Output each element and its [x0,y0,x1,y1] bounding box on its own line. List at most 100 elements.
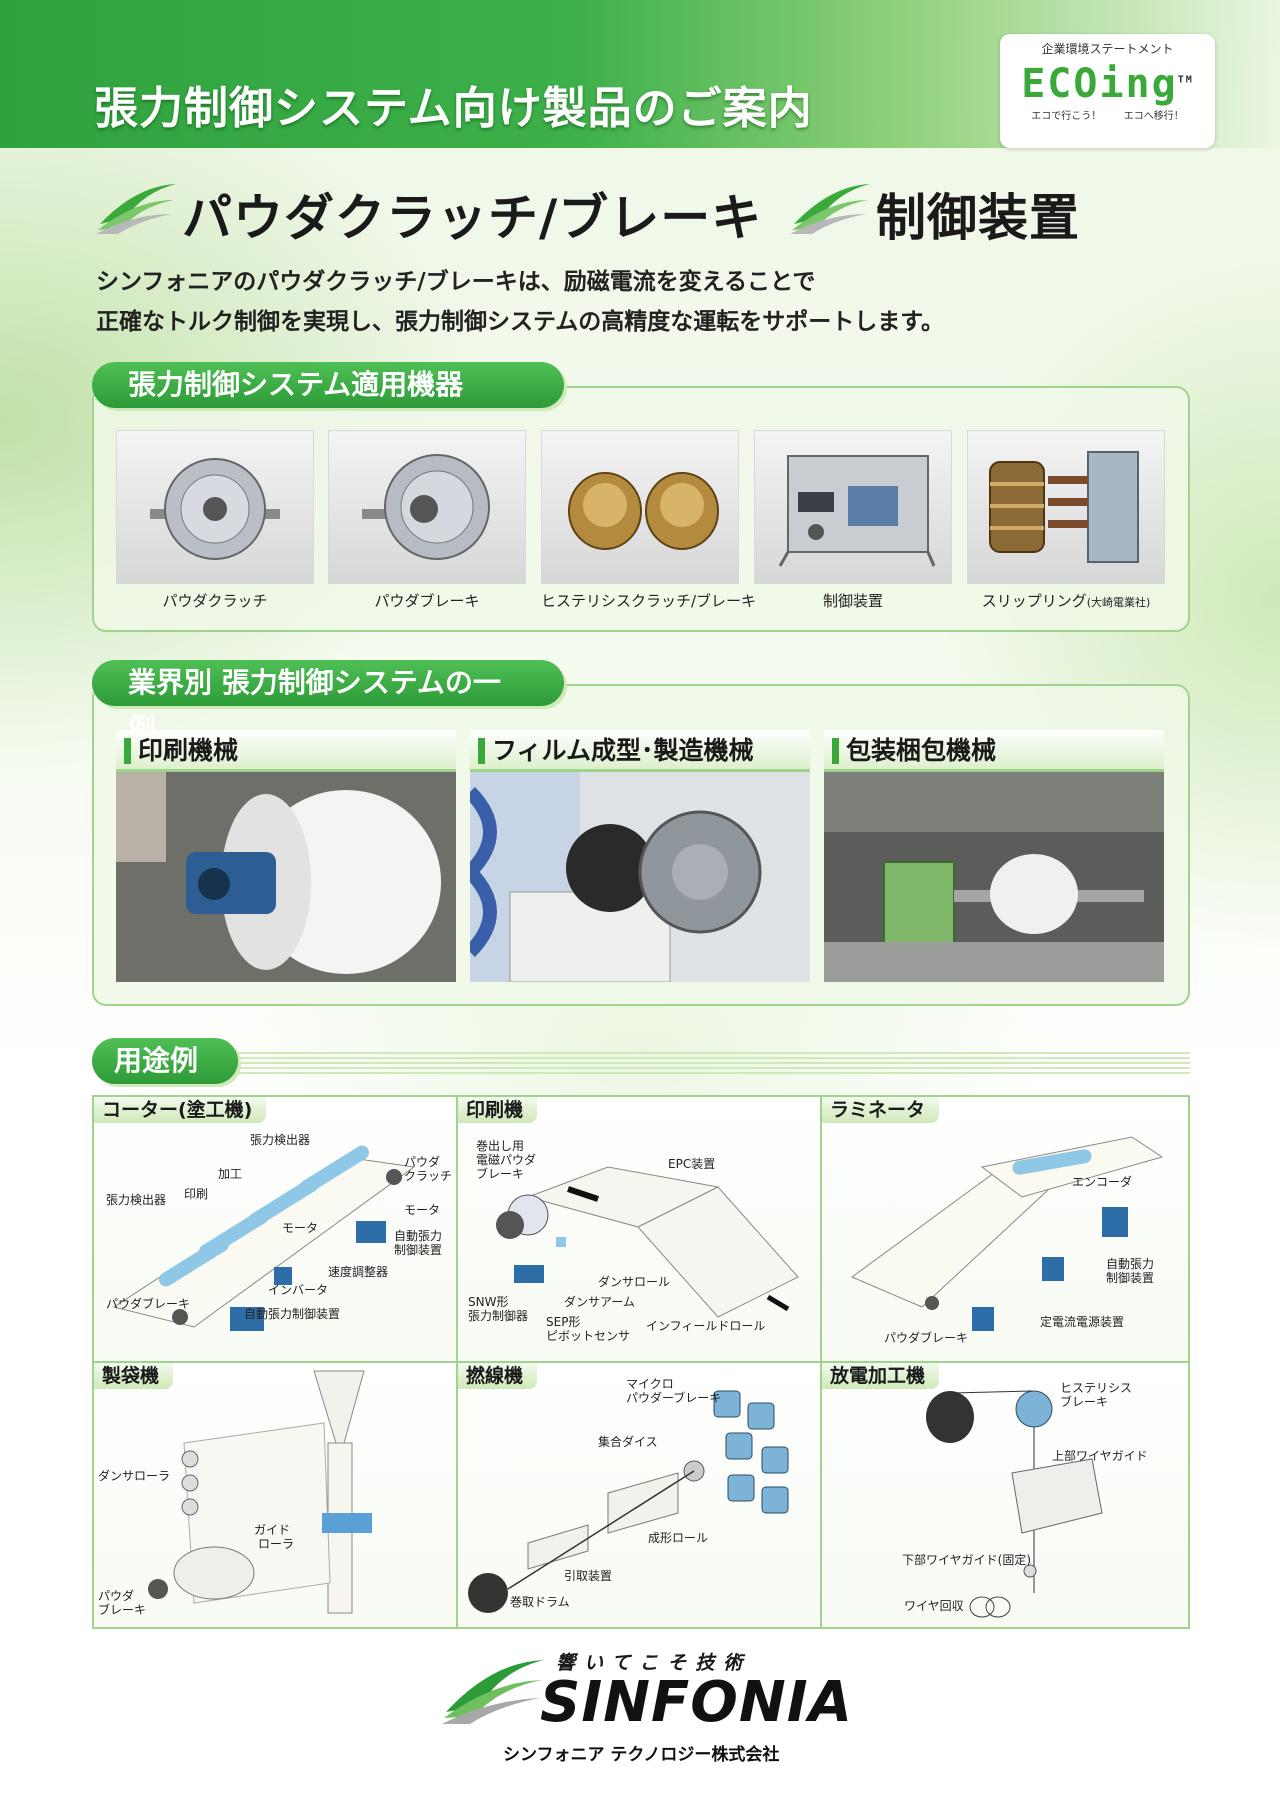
uses-section-title: 用途例 [92,1038,238,1084]
industry-title: フィルム成型･製造機械 [470,730,810,772]
diagram-label: 定電流電源装置 [1040,1315,1125,1329]
use-cell-title: 印刷機 [458,1097,538,1123]
use-cell-printing: 印刷機 巻出し用 電磁パウダ ブレーキ EPC装置 ダンサロール ダンサアーム … [458,1097,822,1363]
product-image [328,430,526,584]
diagram-label: ダンサアーム [564,1295,635,1309]
footer-tagline: 響いてこそ技術 [556,1652,752,1674]
products-section-title: 張力制御システム適用機器 [92,362,564,408]
use-cell-title: コーター(塗工機) [94,1097,267,1123]
diagram-label: パウダブレーキ [884,1331,969,1345]
use-cell-laminator: ラミネータ エンコーダ 自動張力 制御装置 定電流電源装置 パウダブレーキ [822,1097,1188,1363]
intro-line-1: シンフォニアのパウダクラッチ/ブレーキは、励磁電流を変えることで [96,269,816,295]
diagram-label: ローラ [258,1537,295,1551]
eco-logo: ECOingTM [1000,61,1215,107]
diagram-label: エンコーダ [1072,1175,1133,1189]
powder-clutch-illustration [150,458,280,560]
industry-printing: 印刷機械 [116,730,456,985]
eco-statement-label: 企業環境ステートメント [1041,42,1174,56]
eco-trademark: TM [1177,74,1194,86]
product-card-powder-brake: パウダブレーキ [328,430,526,614]
diagram-label: 印刷 [184,1187,209,1201]
printing-diagram [496,1166,799,1318]
eco-slogan-left: エコで行こう！ [1031,111,1102,122]
product-card-hysteresis: ヒステリシスクラッチ/ブレーキ [541,430,756,614]
eco-slogans: エコで行こう！ エコへ移行！ [1000,107,1215,122]
product-image [754,430,952,584]
diagram-label: 上部ワイヤガイド [1052,1449,1148,1463]
diagram-label: ブレーキ [98,1603,147,1617]
diagram-label: 張力制御器 [468,1309,529,1323]
slip-ring-label: スリップリング [981,592,1087,610]
industry-title: 印刷機械 [116,730,456,772]
diagram-label: 巻取ドラム [510,1595,570,1609]
headline-powder-clutch: パウダクラッチ/ブレーキ [182,189,763,247]
diagram-label: パウダ [404,1155,441,1169]
use-cell-title: 製袋機 [94,1363,174,1389]
industry-title: 包装梱包機械 [824,730,1164,772]
product-caption: パウダブレーキ [374,592,480,610]
diagram-label: パウダブレーキ [106,1297,191,1311]
eco-logo-text: ECOing [1021,61,1178,107]
packaging-machine-photo [824,772,1164,982]
diagram-label: 制御装置 [1106,1271,1155,1285]
film-machine-photo [470,772,810,982]
diagram-label: 自動張力 [394,1229,443,1243]
laminator-diagram [850,1136,1164,1331]
diagram-label: 引取装置 [564,1569,613,1583]
uses-grid: コーター(塗工機) 張力検出器 加工 印刷 張力検出器 パウダ クラッチ モータ… [92,1095,1190,1629]
diagram-label: ヒステリシス [1060,1381,1133,1395]
diagram-label: クラッチ [404,1169,453,1183]
use-cell-stranding: 撚線機 マイクロ パウダーブレーキ 集合ダイス 成形ロール 引取装置 巻取ドラム [458,1363,822,1627]
eco-badge: 企業環境ステートメント ECOingTM エコで行こう！ エコへ移行！ [1000,34,1215,148]
diagram-label: 自動張力 [1106,1257,1155,1271]
use-cell-bag-making: 製袋機 ダンサローラ ガイド ローラ パウダ ブレーキ [94,1363,458,1627]
diagram-label: ダンサローラ [98,1469,171,1483]
intro-text: シンフォニアのパウダクラッチ/ブレーキは、励磁電流を変えることで 正確なトルク制… [96,262,944,342]
edm-diagram [926,1390,1103,1618]
swoosh-icon [96,184,176,234]
product-image [541,430,739,584]
product-image [116,430,314,584]
use-cell-title: ラミネータ [822,1097,940,1123]
industry-photo [824,772,1164,982]
product-card-slip-ring: スリップリング(大崎電業社) [967,430,1165,614]
use-cell-edm: 放電加工機 ヒステリシス ブレーキ 上部ワイヤガイド 下部ワイヤガイド(固定) … [822,1363,1188,1627]
product-card-controller: 制御装置 [754,430,952,614]
bag-making-diagram [148,1370,372,1614]
product-image [967,430,1165,584]
industries-section-title: 業界別 張力制御システムの一例 [92,660,564,745]
footer-brand: SINFONIA [540,1670,853,1735]
diagram-label: ピボットセンサ [546,1329,631,1343]
use-cell-title: 放電加工機 [822,1363,940,1389]
powder-brake-illustration [362,454,490,560]
diagram-label: 下部ワイヤガイド(固定) [902,1553,1032,1567]
hysteresis-illustration [568,472,719,550]
product-caption: スリップリング(大崎電業社) [967,590,1165,611]
diagram-label: EPC装置 [668,1157,716,1171]
diagram-label: ワイヤ回収 [904,1599,964,1613]
diagram-label: 集合ダイス [598,1435,658,1449]
product-caption: 制御装置 [822,592,883,610]
product-card-powder-clutch: パウダクラッチ [116,430,314,614]
diagram-label: 張力検出器 [250,1133,311,1147]
eco-slogan-right: エコへ移行！ [1123,111,1184,122]
intro-line-2: 正確なトルク制御を実現し、張力制御システムの高精度な運転をサポートします。 [96,309,945,335]
stranding-diagram [468,1390,789,1613]
industry-photo [470,772,810,982]
slip-ring-illustration [989,451,1139,563]
footer-company: シンフォニア テクノロジー株式会社 [503,1745,780,1765]
use-cell-coater: コーター(塗工機) 張力検出器 加工 印刷 張力検出器 パウダ クラッチ モータ… [94,1097,458,1363]
diagram-label: ブレーキ [476,1167,525,1181]
diagram-label: 張力検出器 [106,1193,167,1207]
diagram-label: 自動張力制御装置 [244,1307,341,1321]
diagram-label: インバータ [268,1283,329,1297]
page-title: 張力制御システム向け製品のご案内 [94,83,813,134]
diagram-label: モータ [404,1203,441,1217]
product-caption: パウダクラッチ [162,592,268,610]
printing-machine-photo [116,772,456,982]
uses-title-rule [230,1052,1190,1074]
industry-film: フィルム成型･製造機械 [470,730,810,985]
diagram-label: 速度調整器 [328,1265,389,1279]
sinfonia-logo-icon [442,1660,544,1724]
diagram-label: パウダ [98,1589,135,1603]
